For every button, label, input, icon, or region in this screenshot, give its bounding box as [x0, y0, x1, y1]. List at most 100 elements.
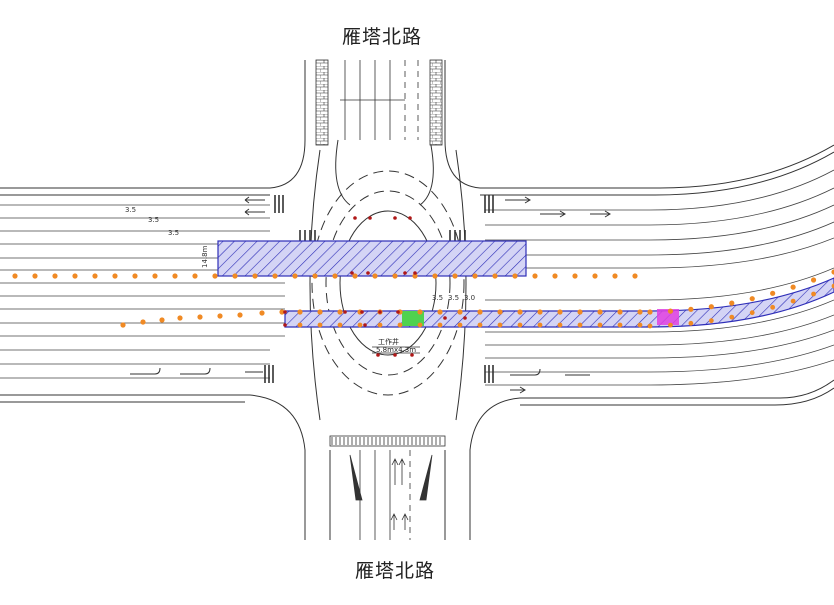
route-dot — [497, 309, 503, 315]
route-dot — [577, 309, 583, 315]
red-marker — [360, 310, 364, 314]
red-marker — [463, 316, 467, 320]
route-dot — [120, 322, 126, 328]
route-dot — [637, 309, 643, 315]
south-approach — [329, 435, 446, 540]
route-dot — [537, 309, 543, 315]
red-marker — [343, 310, 347, 314]
route-dot — [497, 322, 503, 328]
red-marker — [378, 310, 382, 314]
route-dot — [577, 322, 583, 328]
route-dot — [617, 309, 623, 315]
magenta-marker — [657, 309, 679, 325]
red-marker — [376, 353, 380, 357]
red-marker — [393, 216, 397, 220]
route-dot — [749, 310, 755, 316]
route-dot — [688, 320, 694, 326]
route-dot — [92, 273, 98, 279]
route-dot — [532, 273, 538, 279]
route-dot — [688, 306, 694, 312]
road-name-north: 雁塔北路 — [342, 26, 423, 48]
route-dot — [770, 304, 776, 310]
route-dot — [152, 273, 158, 279]
route-dot — [259, 310, 265, 316]
route-dot — [572, 273, 578, 279]
route-dot — [132, 273, 138, 279]
route-dot — [557, 322, 563, 328]
route-dot — [172, 273, 178, 279]
route-dot — [749, 296, 755, 302]
route-dot — [647, 323, 653, 329]
red-marker — [393, 353, 397, 357]
route-dot — [312, 273, 318, 279]
roundabout — [309, 139, 467, 421]
route-dot — [708, 304, 714, 310]
route-dot — [177, 315, 183, 321]
route-dot — [729, 314, 735, 320]
route-dot — [372, 273, 378, 279]
route-dot — [472, 273, 478, 279]
red-marker — [403, 271, 407, 275]
route-dot — [217, 313, 223, 319]
red-marker — [283, 323, 287, 327]
route-dot — [272, 273, 278, 279]
route-dot — [397, 322, 403, 328]
route-dot — [357, 322, 363, 328]
route-dot — [437, 309, 443, 315]
work-shaft-label: 工作井 — [378, 337, 399, 346]
route-dot — [537, 322, 543, 328]
route-dot — [477, 309, 483, 315]
route-dot — [790, 298, 796, 304]
route-dot — [417, 322, 423, 328]
route-dot — [332, 273, 338, 279]
route-dot — [140, 319, 146, 325]
route-dot — [597, 309, 603, 315]
route-dot — [197, 314, 203, 320]
route-dot — [457, 322, 463, 328]
route-dot — [297, 309, 303, 315]
red-marker — [350, 271, 354, 275]
red-marker — [410, 353, 414, 357]
route-dot — [232, 273, 238, 279]
red-marker — [283, 310, 287, 314]
route-dot — [72, 273, 78, 279]
west-lanes — [0, 204, 285, 379]
north-approach — [315, 59, 443, 146]
work-shaft — [372, 346, 420, 354]
route-dot — [647, 309, 653, 315]
dimension-35-e: 3.5 — [448, 294, 459, 302]
route-dot — [597, 322, 603, 328]
lane-arrows — [130, 196, 611, 394]
route-dot — [612, 273, 618, 279]
red-marker — [363, 323, 367, 327]
route-dot — [417, 309, 423, 315]
route-dot — [831, 283, 834, 289]
route-dot — [297, 322, 303, 328]
route-dot — [292, 273, 298, 279]
red-marker — [408, 216, 412, 220]
route-dot — [492, 273, 498, 279]
red-dot-markers — [283, 216, 467, 357]
route-dot — [668, 322, 673, 328]
red-marker — [443, 316, 447, 320]
route-dot — [377, 322, 383, 328]
route-dot — [237, 312, 243, 318]
red-marker — [366, 271, 370, 275]
dimension-35-a: 3.5 — [125, 206, 136, 214]
route-dot — [512, 273, 518, 279]
dimension-30: 3.0 — [464, 294, 475, 302]
route-dot — [12, 273, 18, 279]
route-dot — [192, 273, 198, 279]
route-dot — [632, 273, 638, 279]
route-dot — [112, 273, 118, 279]
red-marker — [368, 216, 372, 220]
route-dot — [552, 273, 558, 279]
road-edges — [0, 60, 834, 540]
route-dot — [337, 322, 343, 328]
upper-hatched-box — [217, 240, 527, 277]
route-dot — [337, 309, 343, 315]
road-name-south: 雁塔北路 — [355, 560, 436, 582]
route-dot — [831, 269, 834, 275]
